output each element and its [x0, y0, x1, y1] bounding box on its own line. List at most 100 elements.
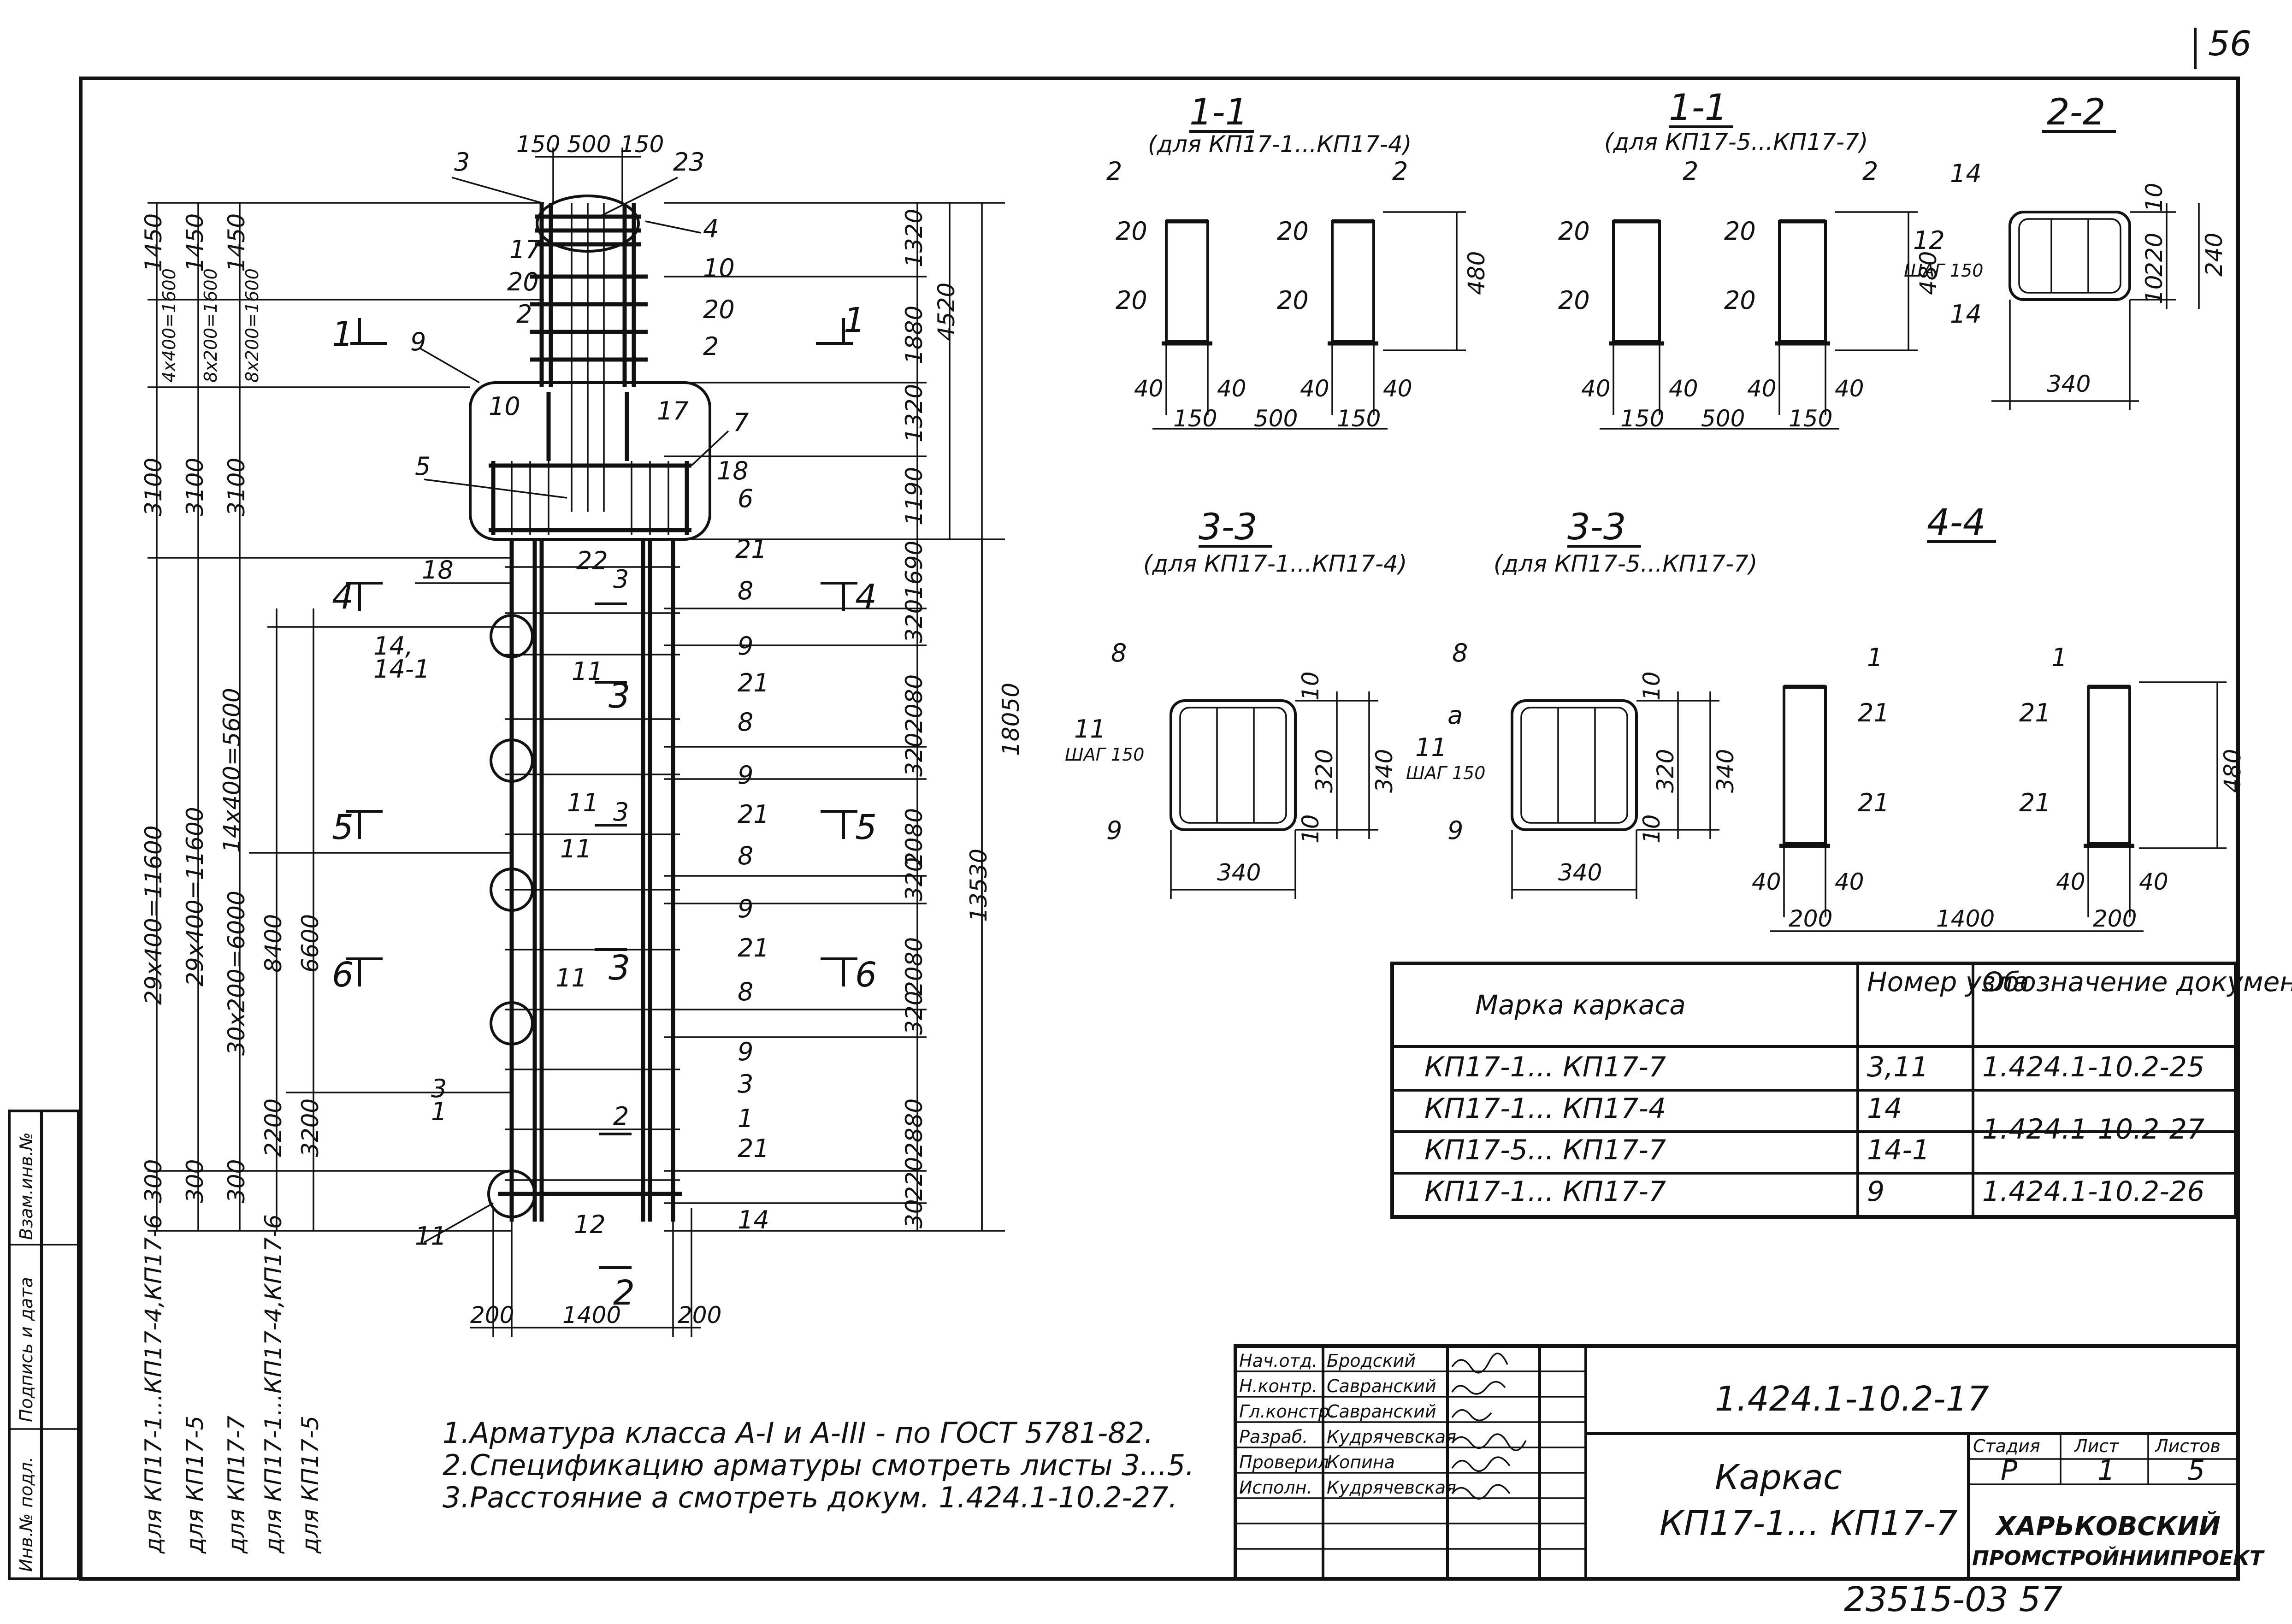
- cut-3-d: 3: [608, 948, 630, 988]
- stamp-sheet: 1: [2097, 1454, 2115, 1487]
- s33b-mark-9: 9: [1447, 816, 1463, 845]
- cut-6-right: 6: [855, 955, 877, 995]
- right-dim-6: 320: [901, 599, 927, 643]
- table-header-mark: Марка каркаса: [1475, 989, 1686, 1021]
- right-dim-14: 220: [901, 1157, 927, 1201]
- s33b-mark-11: 11: [1415, 733, 1447, 762]
- position-marks: 3 23 4 17 10 20 20 2 2 9 10 17 7 5 18 6 …: [373, 148, 769, 1251]
- s44-dim-480: 480: [2219, 749, 2246, 793]
- right-dim-9: 2080: [901, 808, 927, 867]
- s11a-mark-2-l: 2: [1106, 157, 1122, 186]
- left-c1-2: 4x400=1600: [159, 268, 179, 383]
- right-dim-15: 30: [901, 1199, 927, 1228]
- left-inner-2: 8400: [260, 914, 287, 973]
- s44-mark-21-b: 21: [1858, 788, 1890, 817]
- sheet-frame: [79, 77, 2240, 1581]
- s44-dim-200-b: 200: [2093, 905, 2137, 932]
- mark-4: 4: [703, 214, 719, 243]
- top-dim-3: 150: [620, 131, 664, 158]
- s33b-dim-10-a: 10: [1638, 671, 1665, 701]
- s44-dim-200-a: 200: [1789, 905, 1832, 932]
- note-1: 1.Арматура класса А-I и А-III - по ГОСТ …: [443, 1416, 1153, 1450]
- right-dim-4: 1190: [901, 467, 927, 526]
- mark-14-1: 14-1: [373, 655, 430, 684]
- signatures: [1451, 1352, 1527, 1500]
- s33b-title: 3-3: [1567, 507, 1626, 548]
- mark-20-left: 20: [507, 267, 539, 296]
- page-number: 56: [2208, 24, 2251, 64]
- s22-dim-220: 220: [2141, 233, 2168, 277]
- s44-mark-21-a: 21: [1858, 698, 1890, 727]
- right-dim-2: 1880: [901, 306, 927, 364]
- cut-1-right: 1: [844, 301, 865, 340]
- stamp-name-3: Савранский: [1327, 1401, 1436, 1422]
- s22-mark-12: 12: [1913, 226, 1945, 255]
- side-stamp-inv: Инв.№ подл.: [16, 1457, 36, 1572]
- mark-9-a: 9: [738, 632, 753, 661]
- s22-title: 2-2: [2047, 92, 2105, 133]
- stamp-role-4: Разраб.: [1239, 1427, 1308, 1447]
- table-row-1-doc: 1.424.1-10.2-25: [1982, 1051, 2204, 1083]
- mark-1-right: 1: [738, 1104, 753, 1133]
- mark-8-c: 8: [738, 841, 753, 870]
- left-c2-2: 8x200=1600: [201, 268, 221, 383]
- stamp-name-4: Кудрячевская: [1327, 1427, 1456, 1447]
- right-dim-8: 320: [901, 733, 927, 777]
- s11a-dim-500: 500: [1254, 405, 1298, 432]
- mark-21-a: 21: [735, 535, 767, 564]
- top-dim-1: 150: [516, 131, 560, 158]
- right-dim-13: 2880: [901, 1098, 927, 1157]
- cut-2-b: 2: [613, 1273, 635, 1313]
- s11a-mark-20-b: 20: [1277, 217, 1309, 246]
- s11a-dim-150-b: 150: [1337, 405, 1381, 432]
- s22-dim-10-a: 10: [2141, 183, 2168, 212]
- s22-dim-10-b: 10: [2141, 275, 2168, 304]
- table-row-3-node: 14-1: [1867, 1134, 1930, 1166]
- cut-4-left: 4: [332, 577, 354, 617]
- side-stamp-replace: Взам.инв.№: [16, 1132, 36, 1240]
- mark-3-left: 3: [431, 1074, 447, 1103]
- mark-7: 7: [733, 408, 749, 437]
- mark-3-right: 3: [738, 1069, 753, 1098]
- left-inner-1: 14x400=5600: [219, 688, 245, 853]
- s44-dim-40-c: 40: [2056, 868, 2085, 895]
- mark-21-e: 21: [738, 1134, 769, 1163]
- table-row-2-mark: КП17-1... КП17-4: [1424, 1093, 1666, 1125]
- s11b-dim-40-d: 40: [1835, 375, 1864, 402]
- s33b-mark-step: ШАГ 150: [1406, 763, 1485, 783]
- table-row-3-mark: КП17-5... КП17-7: [1424, 1134, 1666, 1166]
- stamp-name-6: Кудрячевская: [1327, 1477, 1456, 1498]
- left-label-5: для КП17-5: [297, 1416, 324, 1554]
- mark-5: 5: [415, 452, 431, 481]
- s22-dim-240: 240: [2201, 233, 2227, 277]
- table-row-2-doc: 1.424.1-10.2-27: [1982, 1113, 2204, 1146]
- s33a-dim-340: 340: [1371, 749, 1398, 793]
- left-inner-4: 2200: [260, 1098, 287, 1157]
- s11b-dim-150-b: 150: [1789, 405, 1832, 432]
- right-dim-3: 1320: [901, 384, 927, 443]
- left-c2-3: 3100: [182, 458, 208, 516]
- section-4-4: 4-4 1 21 21 1 21 21 480 40 40 200 1400 4…: [1752, 502, 2246, 932]
- stamp-name-2: Савранский: [1327, 1376, 1436, 1396]
- mark-10-top: 10: [703, 254, 735, 283]
- left-c3-5: 300: [223, 1159, 250, 1203]
- s11b-dim-500: 500: [1701, 405, 1745, 432]
- stamp-role-6: Исполн.: [1239, 1477, 1312, 1498]
- s11b-mark-20-b: 20: [1724, 217, 1756, 246]
- s22-mark-14-b: 14: [1950, 300, 1982, 329]
- s11a-dim-480: 480: [1463, 251, 1490, 295]
- stamp-name-5: Копина: [1327, 1452, 1395, 1472]
- section-1-1-b: 1-1 (для КП17-5...КП17-7) 2 2 20 20 20 2…: [1558, 87, 1942, 432]
- s44-mark-1-a: 1: [1867, 643, 1883, 672]
- table-header-node: Номер узла: [1867, 966, 2029, 998]
- stamp-role-3: Гл.констр.: [1239, 1401, 1335, 1422]
- section-3-3-b: 3-3 (для КП17-5...КП17-7) 8 a 11 ШАГ 150…: [1406, 507, 1757, 899]
- title-block: Нач.отд. Н.контр. Гл.констр. Разраб. Про…: [1234, 1344, 2265, 1581]
- s44-title: 4-4: [1927, 502, 1985, 543]
- left-c2-1: 1450: [182, 213, 208, 272]
- right-dim-1: 1320: [901, 209, 927, 267]
- left-label-1: для КП17-1...КП17-4,КП17-6: [140, 1214, 167, 1554]
- right-dim-12: 320: [901, 991, 927, 1035]
- right-dim-7: 2080: [901, 674, 927, 733]
- cut-5-right: 5: [855, 808, 877, 847]
